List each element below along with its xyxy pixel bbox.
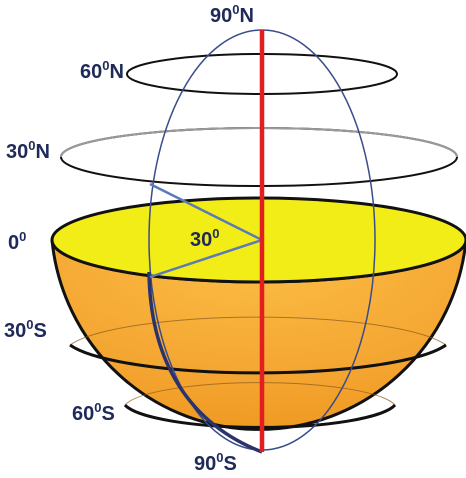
label-30s: 300S [4, 317, 47, 342]
label-angle: 300 [190, 226, 219, 251]
label-60n: 600N [80, 58, 124, 83]
label-equator: 00 [8, 229, 26, 254]
parallel-30s-front [69, 343, 447, 375]
label-30n: 300N [6, 138, 50, 163]
label-60s: 600S [72, 400, 115, 425]
meridian-front-south [147, 271, 263, 454]
label-90n: 900N [210, 2, 254, 27]
angle-line-upper [149, 182, 263, 242]
angle-line-lower [149, 238, 263, 279]
parallel-30n-back [60, 127, 458, 158]
label-90s: 900S [194, 450, 237, 475]
parallel-30s-back [69, 316, 447, 346]
